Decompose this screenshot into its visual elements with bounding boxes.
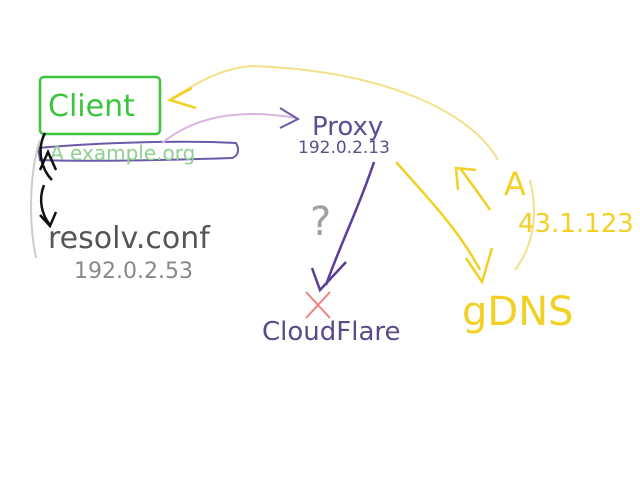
gdns-arrowhead [464, 247, 494, 285]
proxy-ip: 192.0.2.13 [298, 138, 390, 158]
client-arrowhead [166, 86, 197, 110]
answer-ip: 43.1.123 [518, 209, 634, 239]
proxy-arrowhead [279, 107, 301, 129]
answer-label: A [504, 165, 526, 203]
cloudflare-label: CloudFlare [262, 317, 401, 347]
proxy-to-cloudflare-arrow [324, 161, 376, 286]
question-mark: ? [310, 199, 331, 245]
client-box [38, 75, 162, 136]
resolv-ip: 192.0.2.53 [74, 259, 193, 284]
gdns-label: gDNS [462, 289, 574, 335]
proxy-to-gdns-arrow [395, 161, 482, 271]
client-to-resolv-arrow [39, 132, 53, 181]
answer-to-client-arrow [171, 64, 499, 161]
arrowhead-up [38, 148, 58, 171]
grey-back-arrow [30, 139, 41, 259]
proxy-label: Proxy [312, 112, 383, 142]
answer-arrowhead [454, 166, 477, 191]
arrowhead-down [39, 211, 58, 229]
gdns-to-answer-arrow [458, 167, 492, 211]
client-label: Client [48, 89, 135, 124]
query-box [36, 140, 240, 162]
query-label: A example.org [50, 141, 195, 165]
blocked-cross [305, 291, 331, 319]
cloudflare-arrowhead [310, 261, 347, 293]
answer-curve [514, 179, 536, 271]
resolv-label: resolv.conf [48, 221, 211, 256]
query-to-proxy-arrow [161, 113, 297, 144]
